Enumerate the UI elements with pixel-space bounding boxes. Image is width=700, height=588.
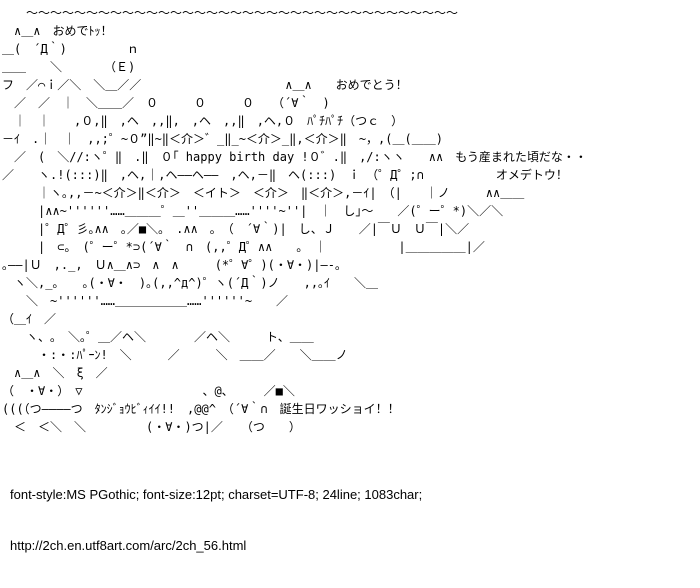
footer: font-style:MS PGothic; font-size:12pt; c… [10,452,422,588]
page: 〜〜〜〜〜〜〜〜〜〜〜〜〜〜〜〜〜〜〜〜〜〜〜〜〜〜〜〜〜〜〜〜〜〜〜〜 ∧＿∧… [2,6,587,553]
footer-font-info: font-style:MS PGothic; font-size:12pt; c… [10,487,423,502]
ascii-art: 〜〜〜〜〜〜〜〜〜〜〜〜〜〜〜〜〜〜〜〜〜〜〜〜〜〜〜〜〜〜〜〜〜〜〜〜 ∧＿∧… [2,6,587,434]
footer-url: http://2ch.en.utf8art.com/arc/2ch_56.htm… [10,538,247,553]
